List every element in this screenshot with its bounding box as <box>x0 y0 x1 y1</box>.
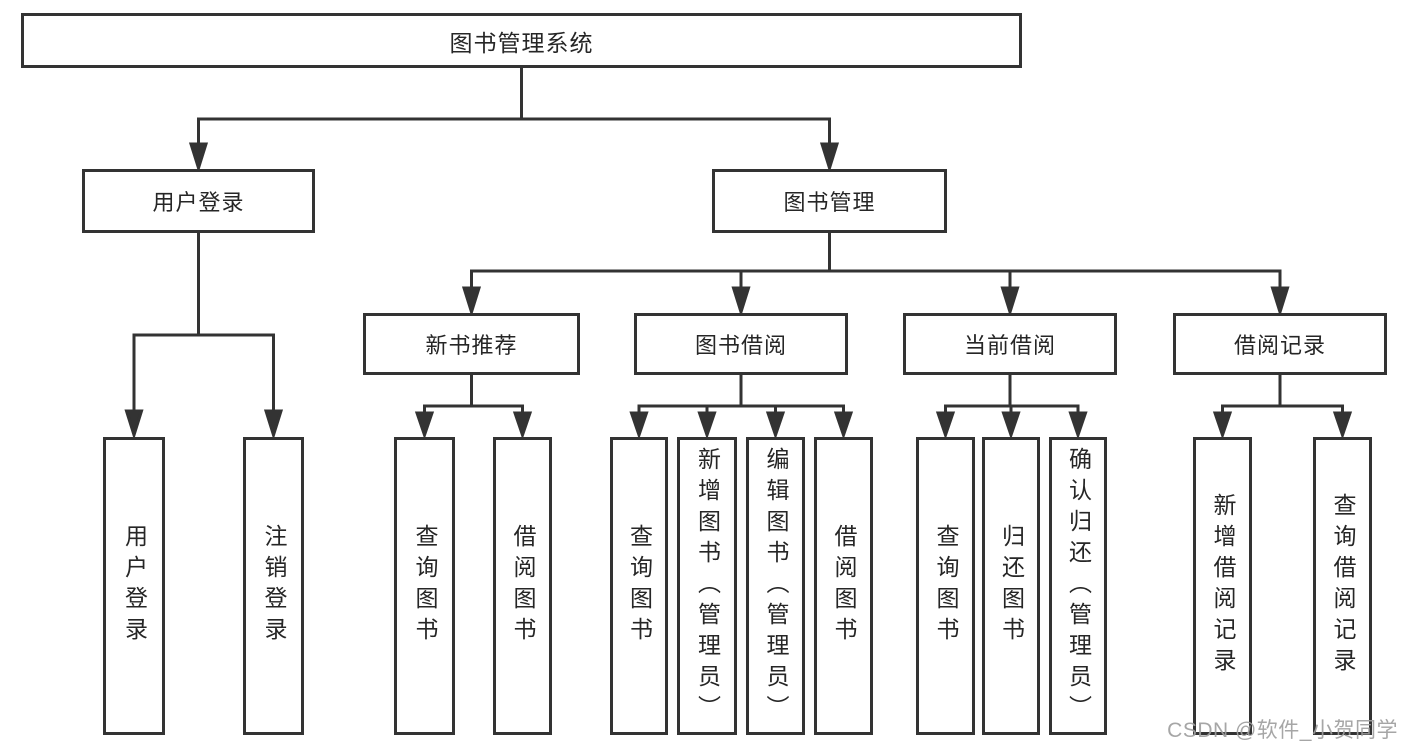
node-label: 查询图书 <box>933 524 959 648</box>
connector-root-to-level2 <box>188 68 840 174</box>
arrowhead <box>1332 411 1353 440</box>
node-label: 编辑图书（管理员） <box>763 446 789 726</box>
connector-new-book-children <box>414 375 533 440</box>
node-book-borrow: 图书借阅 <box>634 313 848 375</box>
connector-borrow-records-children <box>1212 375 1353 440</box>
node-label: 借阅图书 <box>831 524 857 648</box>
arrowhead <box>697 411 717 440</box>
node-book-management: 图书管理 <box>712 169 947 233</box>
arrowhead <box>1212 411 1233 440</box>
node-user-login: 用户登录 <box>82 169 315 233</box>
node-label: 归还图书 <box>998 524 1025 648</box>
node-label: 查询图书 <box>626 524 653 648</box>
node-leaf-nbr-borrow-books: 借阅图书 <box>493 437 552 735</box>
node-label: 图书管理 <box>783 190 876 215</box>
node-root-library-management-system: 图书管理系统 <box>21 13 1022 68</box>
arrowhead <box>1000 286 1020 318</box>
arrowhead <box>833 411 854 440</box>
arrowhead <box>461 286 482 318</box>
node-leaf-br-add-record: 新增借阅记录 <box>1193 437 1252 735</box>
arrowhead <box>1270 286 1290 318</box>
node-label: 确认归还（管理员） <box>1065 446 1092 726</box>
node-label: 查询图书 <box>412 524 438 648</box>
arrowhead <box>414 411 435 440</box>
node-leaf-br-query-record: 查询借阅记录 <box>1313 437 1372 735</box>
node-label: 图书管理系统 <box>449 29 594 56</box>
node-label: 图书借阅 <box>694 333 787 358</box>
node-label: 新增借阅记录 <box>1210 493 1236 679</box>
node-label: 用户登录 <box>152 190 245 215</box>
node-label: 借阅图书 <box>510 524 536 648</box>
node-label: 当前借阅 <box>963 333 1056 358</box>
node-leaf-bb-add-books-admin: 新增图书（管理员） <box>677 437 737 735</box>
arrowhead <box>512 411 533 440</box>
arrowhead <box>765 411 786 440</box>
node-leaf-user-login: 用户登录 <box>103 437 165 735</box>
node-leaf-bb-edit-books-admin: 编辑图书（管理员） <box>746 437 805 735</box>
node-leaf-bb-query-books: 查询图书 <box>610 437 668 735</box>
arrowhead <box>188 142 209 174</box>
node-label: 借阅记录 <box>1233 333 1326 358</box>
arrowhead <box>1001 411 1021 440</box>
node-leaf-bb-borrow-books: 借阅图书 <box>814 437 873 735</box>
node-borrow-records: 借阅记录 <box>1173 313 1387 375</box>
node-leaf-cb-return-books: 归还图书 <box>982 437 1040 735</box>
node-label: 新增图书（管理员） <box>694 446 721 726</box>
connector-book-borrow-children <box>629 375 854 440</box>
node-leaf-cb-confirm-return-admin: 确认归还（管理员） <box>1049 437 1107 735</box>
arrowhead <box>629 411 649 440</box>
node-label: 查询借阅记录 <box>1330 493 1356 679</box>
connector-book-management-children <box>461 233 1290 318</box>
node-current-borrow: 当前借阅 <box>903 313 1117 375</box>
arrowhead <box>1068 411 1088 440</box>
node-leaf-logout: 注销登录 <box>243 437 304 735</box>
node-new-book-recommend: 新书推荐 <box>363 313 580 375</box>
arrowhead <box>935 411 956 440</box>
connector-user-login-children <box>124 233 284 441</box>
arrowhead <box>819 142 840 174</box>
node-leaf-cb-query-books: 查询图书 <box>916 437 975 735</box>
node-label: 用户登录 <box>121 524 148 648</box>
connector-current-borrow-children <box>935 375 1088 440</box>
arrowhead <box>731 286 751 318</box>
arrowhead <box>263 409 284 441</box>
node-label: 注销登录 <box>261 524 287 648</box>
arrowhead <box>124 409 144 441</box>
node-label: 新书推荐 <box>425 333 518 358</box>
csdn-watermark: CSDN @软件_小贺同学 <box>1167 719 1398 742</box>
node-leaf-nbr-query-books: 查询图书 <box>394 437 455 735</box>
